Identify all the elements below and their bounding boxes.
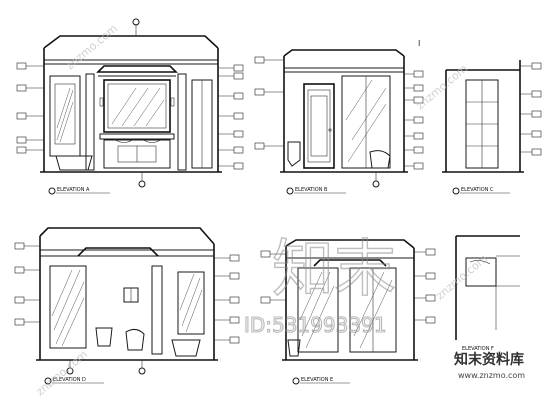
elevation-panel-2: ELEVATION B [254,49,424,195]
watermark-id: ID:531993391 [244,313,387,337]
panel-2-title: ELEVATION B [295,187,328,193]
panel-1-title: ELEVATION A [57,187,90,193]
watermark-logo-text: 知末 [272,232,396,305]
elevation-panel-4: ELEVATION D [14,227,240,385]
panel-4-title: ELEVATION D [53,377,86,383]
panel-5-title: ELEVATION E [301,377,333,383]
panel-3-title: ELEVATION C [461,187,494,193]
elevation-panel-3: I ELEVATION C [418,39,542,195]
watermark-diagonal-3: znzmo.com [34,348,90,398]
elevation-panel-1: ELEVATION A [16,18,244,195]
elevation-panel-6: ELEVATION F [455,235,520,352]
brand-url: www.znzmo.com [458,371,525,380]
watermark-layer: znzmo.com znzmo.com znzmo.com znzmo.com … [34,22,526,398]
watermark-diagonal-4: znzmo.com [434,252,490,302]
watermark-diagonal-1: znzmo.com [64,22,120,72]
elevation-panel-5: ELEVATION E [260,239,436,385]
sheet-mark: I [418,39,420,48]
panel-6-title: ELEVATION F [462,346,494,352]
brand-name: 知末资料库 [454,351,524,368]
